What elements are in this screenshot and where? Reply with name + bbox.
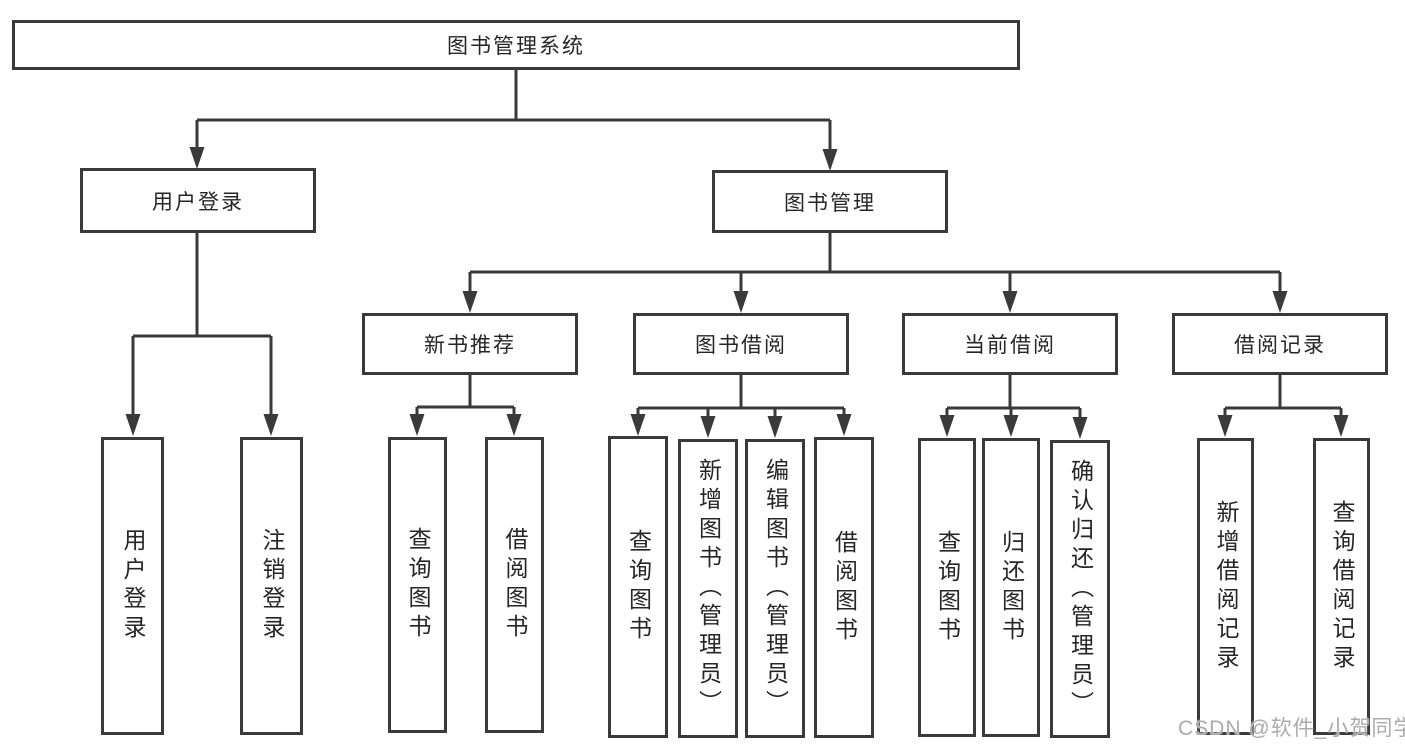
node-current-borrow-label: 当前借阅 <box>964 334 1056 357</box>
watermark-text: CSDN @软件_小贺同学 <box>1178 717 1405 740</box>
node-new-book-recommend: 新书推荐 <box>362 313 578 375</box>
leaf-borrow-books-1: 借阅图书 <box>485 437 544 733</box>
leaf-borrow-books-1-label: 借阅图书 <box>502 527 528 643</box>
leaf-edit-book-admin-label: 编辑图书（管理员） <box>762 458 789 719</box>
leaf-query-borrow-record: 查询借阅记录 <box>1313 438 1370 735</box>
leaf-edit-book-admin: 编辑图书（管理员） <box>745 439 805 738</box>
node-library-system: 图书管理系统 <box>12 20 1020 70</box>
leaf-return-books: 归还图书 <box>982 438 1040 737</box>
leaf-query-books-3-label: 查询图书 <box>934 529 961 646</box>
leaf-confirm-return-admin-label: 确认归还（管理员） <box>1067 458 1094 720</box>
leaf-confirm-return-admin: 确认归还（管理员） <box>1050 440 1110 738</box>
leaf-logout-login: 注销登录 <box>240 437 303 735</box>
leaf-borrow-books-2-label: 借阅图书 <box>831 529 858 646</box>
node-current-borrow: 当前借阅 <box>902 313 1118 375</box>
leaf-user-login-label: 用户登录 <box>120 528 146 644</box>
node-book-borrow: 图书借阅 <box>633 313 849 375</box>
node-user-login: 用户登录 <box>80 168 316 233</box>
leaf-query-books-2-label: 查询图书 <box>625 529 652 645</box>
node-book-management-label: 图书管理 <box>784 191 876 215</box>
node-borrow-records: 借阅记录 <box>1172 313 1388 375</box>
leaf-add-borrow-record: 新增借阅记录 <box>1197 438 1254 735</box>
leaf-logout-login-label: 注销登录 <box>259 528 285 644</box>
leaf-query-borrow-record-label: 查询借阅记录 <box>1329 499 1355 674</box>
leaf-add-book-admin: 新增图书（管理员） <box>678 439 738 738</box>
leaf-borrow-books-2: 借阅图书 <box>814 437 874 738</box>
node-book-borrow-label: 图书借阅 <box>695 334 787 357</box>
leaf-add-book-admin-label: 新增图书（管理员） <box>695 458 722 719</box>
leaf-query-books-1: 查询图书 <box>388 437 447 733</box>
node-user-login-label: 用户登录 <box>152 190 244 214</box>
node-book-management: 图书管理 <box>712 170 948 233</box>
leaf-return-books-label: 归还图书 <box>998 529 1025 646</box>
leaf-user-login: 用户登录 <box>101 437 164 735</box>
leaf-add-borrow-record-label: 新增借阅记录 <box>1213 499 1239 674</box>
leaf-query-books-2: 查询图书 <box>608 436 668 738</box>
leaf-query-books-3: 查询图书 <box>918 438 976 737</box>
node-library-system-label: 图书管理系统 <box>447 35 585 58</box>
node-new-book-recommend-label: 新书推荐 <box>424 334 516 357</box>
leaf-query-books-1-label: 查询图书 <box>405 527 431 643</box>
node-borrow-records-label: 借阅记录 <box>1234 334 1326 357</box>
